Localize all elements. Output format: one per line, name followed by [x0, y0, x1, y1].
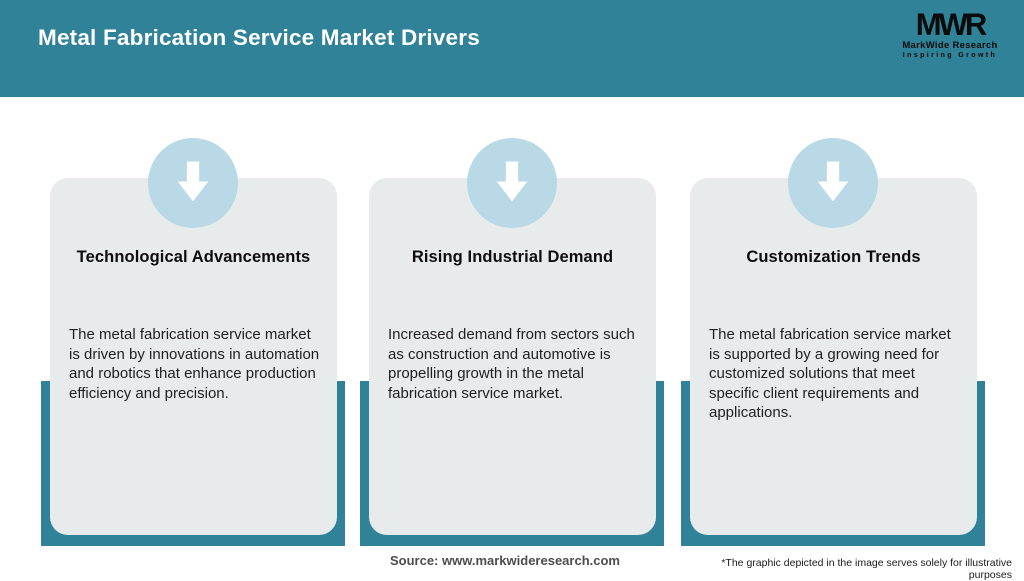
- driver-card-rising-industrial-demand: Rising Industrial Demand Increased deman…: [360, 138, 664, 546]
- icon-circle: [467, 138, 557, 228]
- card-description: The metal fabrication service market is …: [69, 326, 320, 402]
- arrow-down-icon: [489, 158, 535, 208]
- driver-card-customization-trends: Customization Trends The metal fabricati…: [681, 138, 985, 546]
- card-description: Increased demand from sectors such as co…: [388, 326, 635, 402]
- card-title: Customization Trends: [746, 248, 921, 266]
- card-description: The metal fabrication service market is …: [709, 326, 951, 421]
- arrow-down-icon: [810, 158, 856, 208]
- logo-tagline: Inspiring Growth: [902, 52, 998, 59]
- arrow-down-icon: [170, 158, 216, 208]
- page-title: Metal Fabrication Service Market Drivers: [38, 25, 480, 50]
- logo-name: MarkWide Research: [902, 40, 998, 51]
- source-text: Source: www.markwideresearch.com: [389, 553, 620, 568]
- logo-monogram: MWR: [915, 6, 987, 43]
- card-title: Rising Industrial Demand: [411, 248, 614, 266]
- card-title: Technological Advancements: [76, 248, 311, 266]
- icon-circle: [788, 138, 878, 228]
- header-banner: Metal Fabrication Service Market Drivers…: [0, 0, 1024, 97]
- disclaimer-text: *The graphic depicted in the image serve…: [721, 557, 1012, 581]
- card-panel: Technological Advancements The metal fab…: [50, 178, 337, 535]
- card-panel: Customization Trends The metal fabricati…: [690, 178, 977, 535]
- driver-card-technological-advancements: Technological Advancements The metal fab…: [41, 138, 345, 546]
- markwide-research-logo: MWR MarkWide Research Inspiring Growth: [890, 6, 1010, 60]
- card-panel: Rising Industrial Demand Increased deman…: [369, 178, 656, 535]
- icon-circle: [148, 138, 238, 228]
